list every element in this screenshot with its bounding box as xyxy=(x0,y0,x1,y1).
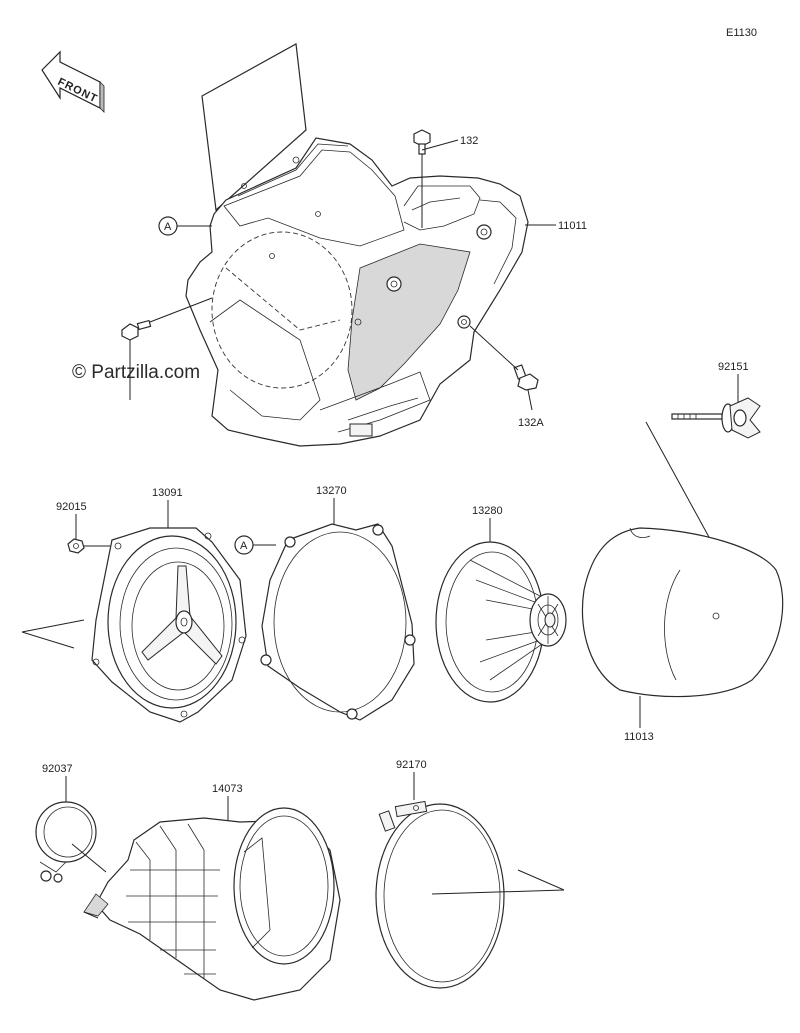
label-13091: 13091 xyxy=(152,487,183,499)
intake-duct-14073 xyxy=(83,807,341,1001)
label-92170: 92170 xyxy=(396,759,427,771)
label-14073: 14073 xyxy=(212,783,243,795)
label-92037: 92037 xyxy=(42,763,73,775)
label-92015: 92015 xyxy=(56,501,87,513)
air-box-housing xyxy=(185,43,529,447)
label-92151: 92151 xyxy=(718,361,749,373)
bolt-132a xyxy=(469,325,539,411)
bolt-132 xyxy=(413,129,459,228)
ref-marker-a-top: A xyxy=(158,216,212,236)
nut-92015 xyxy=(67,538,110,554)
band-clamp-92170 xyxy=(375,800,505,989)
label-13280: 13280 xyxy=(472,505,503,517)
label-132a: 132A xyxy=(518,417,544,429)
label-132: 132 xyxy=(460,135,478,147)
watermark: © Partzilla.com xyxy=(72,362,200,383)
clamp-92037 xyxy=(35,801,107,883)
svg-text:A: A xyxy=(240,540,248,552)
element-cage-13280 xyxy=(435,541,567,703)
bolt-132-left xyxy=(121,297,213,400)
air-filter-11013 xyxy=(581,527,784,698)
element-holder-13091 xyxy=(91,527,247,723)
label-13270: 13270 xyxy=(316,485,347,497)
svg-text:A: A xyxy=(164,221,172,233)
gasket-13270 xyxy=(260,523,416,721)
label-11011: 11011 xyxy=(558,220,587,232)
diagram-code: E1130 xyxy=(726,27,757,39)
front-arrow-icon: FRONT xyxy=(41,50,105,113)
ref-marker-a-middle: A xyxy=(234,535,276,555)
wing-bolt-92151 xyxy=(671,397,761,439)
label-11013: 11013 xyxy=(624,731,654,743)
